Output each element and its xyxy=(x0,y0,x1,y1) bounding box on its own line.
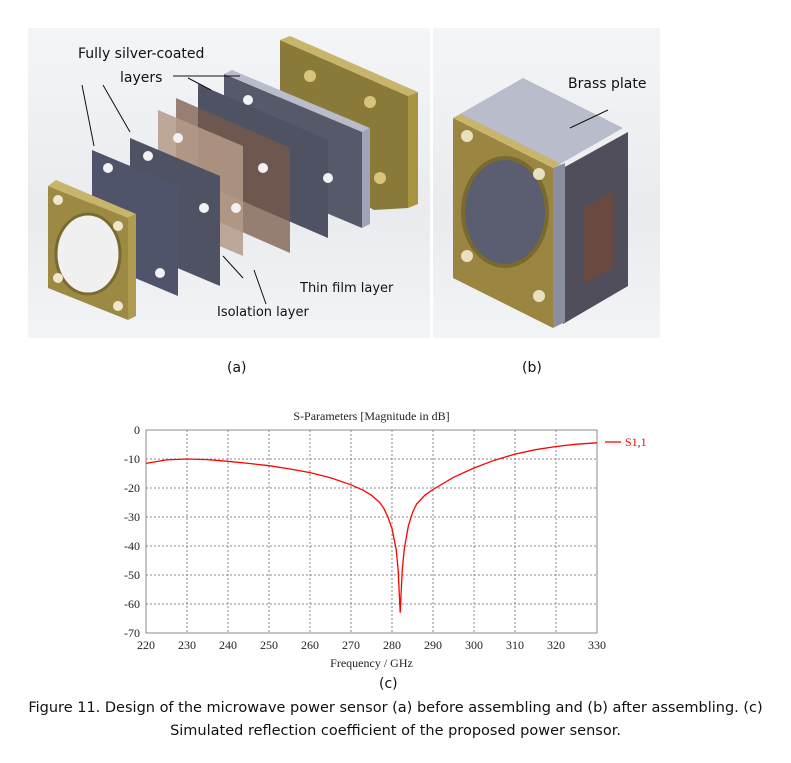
y-tick-label: -10 xyxy=(124,452,140,466)
x-tick-label: 300 xyxy=(465,638,483,652)
x-tick-label: 250 xyxy=(260,638,278,652)
y-tick-label: -70 xyxy=(124,626,140,640)
plot-frame xyxy=(145,429,598,634)
assembled-sensor-drawing xyxy=(453,78,628,328)
y-tick-label: -60 xyxy=(124,597,140,611)
s-parameter-chart: S-Parameters [Magnitude in dB] 220 230 240 2… xyxy=(124,409,647,670)
assembled-view-image xyxy=(433,28,660,338)
x-tick-label: 270 xyxy=(342,638,360,652)
y-tick-label: -20 xyxy=(124,481,140,495)
label-isolation-layer: Isolation layer xyxy=(217,305,309,320)
label-thin-film-layer: Thin film layer xyxy=(300,281,394,296)
x-tick-label: 230 xyxy=(178,638,196,652)
y-tick-label: 0 xyxy=(134,423,140,437)
label-silver-coated-line2: layers xyxy=(120,70,163,86)
x-tick-label: 280 xyxy=(383,638,401,652)
panel-b-tag: (b) xyxy=(522,360,542,376)
x-tick-label: 310 xyxy=(506,638,524,652)
exploded-layers-drawing xyxy=(48,36,418,320)
label-silver-coated-line1: Fully silver-coated xyxy=(78,46,205,62)
y-tick-label: -40 xyxy=(124,539,140,553)
chart-title: S-Parameters [Magnitude in dB] xyxy=(293,409,449,423)
panel-a-tag: (a) xyxy=(227,360,247,376)
y-tick-label: -30 xyxy=(124,510,140,524)
y-tick-label: -50 xyxy=(124,568,140,582)
legend-label: S1,1 xyxy=(625,435,647,449)
series-line-s11 xyxy=(145,442,598,613)
x-tick-label: 260 xyxy=(301,638,319,652)
x-tick-label: 330 xyxy=(588,638,606,652)
exploded-view-image xyxy=(28,28,430,338)
figure-caption-line2: Simulated reflection coefficient of the … xyxy=(170,723,621,739)
panel-c-tag: (c) xyxy=(379,676,398,692)
figure-caption-line1: Figure 11. Design of the microwave power… xyxy=(28,700,763,716)
x-axis-label: Frequency / GHz xyxy=(330,656,413,670)
label-brass-plate: Brass plate xyxy=(568,76,647,92)
x-tick-label: 320 xyxy=(547,638,565,652)
x-tick-label: 220 xyxy=(137,638,155,652)
x-tick-label: 290 xyxy=(424,638,442,652)
x-tick-label: 240 xyxy=(219,638,237,652)
